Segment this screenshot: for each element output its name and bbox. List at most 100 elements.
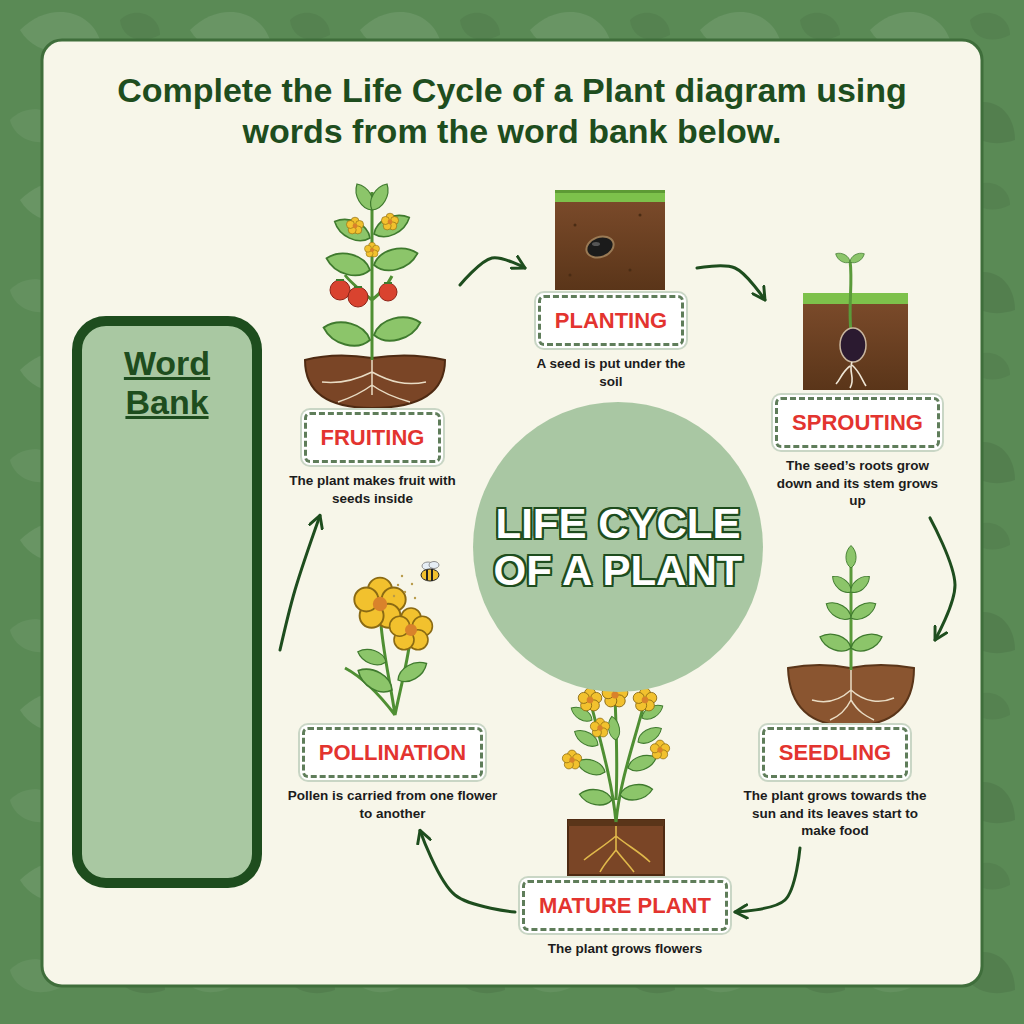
fruiting-picture bbox=[305, 181, 445, 408]
stage-node: SEEDLING The plant grows towards the sun … bbox=[735, 545, 935, 848]
fruiting-picture bbox=[324, 249, 373, 280]
stage-description: The plant grows flowers bbox=[518, 940, 732, 958]
seedling-picture bbox=[848, 630, 884, 655]
pollination-picture bbox=[394, 657, 430, 686]
stage-label: FRUITING bbox=[304, 412, 442, 463]
cycle-arrow bbox=[697, 266, 765, 300]
planting-picture bbox=[555, 190, 665, 290]
seedling-picture bbox=[788, 546, 914, 727]
stage-label: MATURE PLANT bbox=[522, 880, 728, 931]
seedling-picture bbox=[848, 572, 873, 596]
mature-plant-picture bbox=[578, 787, 613, 807]
planting-picture bbox=[592, 242, 600, 246]
cycle-arrow bbox=[735, 848, 800, 912]
seedling-picture bbox=[829, 572, 854, 596]
page-title: Complete the Life Cycle of a Plant diagr… bbox=[72, 70, 952, 152]
fruiting-picture bbox=[379, 283, 397, 301]
mature-plant-picture bbox=[578, 688, 602, 711]
planting-picture bbox=[555, 200, 665, 290]
stage-description: Pollen is carried from one flower to ano… bbox=[283, 787, 502, 822]
fruiting-picture bbox=[331, 214, 374, 246]
cycle-arrow bbox=[930, 518, 955, 640]
seedling-picture bbox=[848, 598, 879, 623]
sprouting-picture bbox=[803, 251, 908, 390]
pollination-picture bbox=[404, 591, 406, 593]
fruiting-picture bbox=[330, 280, 350, 300]
pollination-picture bbox=[393, 595, 395, 597]
diagram-heading: LIFE CYCLE OF A PLANT bbox=[487, 500, 749, 594]
pollination-picture bbox=[390, 608, 433, 650]
stage-node: SPROUTING The seed’s roots grow down and … bbox=[765, 235, 950, 518]
stage-node: FRUITING The plant makes fruit with seeds… bbox=[285, 182, 460, 515]
mature-plant-picture bbox=[633, 688, 657, 711]
word-bank-box: Word Bank bbox=[72, 316, 262, 888]
fruiting-picture bbox=[370, 210, 413, 242]
fruiting-picture bbox=[371, 312, 423, 345]
word-bank-heading: Word Bank bbox=[112, 344, 222, 422]
stage-label: PLANTING bbox=[538, 295, 684, 346]
stage-description: The plant makes fruit with seeds inside bbox=[288, 472, 457, 507]
mature-plant-picture bbox=[619, 782, 654, 802]
pollination-picture bbox=[427, 569, 432, 581]
fruiting-picture bbox=[322, 360, 426, 402]
stage-label: POLLINATION bbox=[302, 727, 483, 778]
pollination-picture bbox=[421, 569, 439, 581]
sprouting-picture bbox=[803, 293, 908, 304]
pollination-picture bbox=[411, 583, 413, 585]
pollination-picture bbox=[414, 597, 416, 599]
pollination-picture bbox=[356, 645, 389, 668]
planting-picture bbox=[629, 269, 632, 272]
stage-description: A seed is put under the soil bbox=[528, 355, 694, 390]
stage-description: The plant grows towards the sun and its … bbox=[738, 787, 932, 840]
sprouting-picture bbox=[834, 251, 852, 266]
center-circle: LIFE CYCLE OF A PLANT bbox=[473, 402, 763, 692]
fruiting-picture bbox=[336, 280, 392, 287]
stage-node: PLANTING A seed is put under the soil bbox=[525, 185, 697, 398]
stage-node: POLLINATION Pollen is carried from one fl… bbox=[280, 555, 505, 830]
planting-picture bbox=[574, 224, 577, 227]
pollination-picture bbox=[397, 584, 399, 586]
pollination-picture bbox=[401, 575, 403, 577]
mature-plant-picture bbox=[650, 740, 669, 759]
mature-plant-picture bbox=[562, 750, 581, 769]
cycle-arrow bbox=[420, 830, 515, 912]
fruiting-picture bbox=[381, 213, 398, 230]
fruiting-picture bbox=[305, 355, 445, 408]
planting-picture bbox=[639, 214, 642, 217]
mature-plant-picture bbox=[568, 820, 664, 875]
mature-plant-picture bbox=[584, 826, 650, 872]
panel bbox=[42, 40, 982, 986]
pollination-picture bbox=[429, 562, 439, 569]
cycle-arrow bbox=[280, 515, 320, 650]
fruiting-picture bbox=[346, 217, 363, 234]
sprouting-picture bbox=[848, 251, 866, 266]
planting-picture bbox=[555, 190, 665, 193]
pollination-picture bbox=[345, 562, 439, 716]
sprouting-picture bbox=[803, 303, 908, 390]
seedling-picture bbox=[812, 670, 894, 720]
planting-picture bbox=[569, 274, 572, 277]
seedling-picture bbox=[788, 665, 914, 726]
sprouting-picture bbox=[850, 260, 851, 332]
stage-node: MATURE PLANT The plant grows flowers bbox=[515, 680, 735, 966]
seedling-picture bbox=[846, 546, 856, 569]
mature-plant-picture bbox=[562, 682, 669, 875]
stage-label: SEEDLING bbox=[762, 727, 908, 778]
seedling-picture bbox=[817, 630, 853, 655]
pollination-picture bbox=[354, 663, 397, 698]
fruiting-picture bbox=[348, 287, 368, 307]
stage-label: SPROUTING bbox=[775, 397, 940, 448]
fruiting-picture bbox=[365, 242, 380, 257]
fruiting-picture bbox=[321, 317, 373, 350]
fruiting-picture bbox=[366, 181, 393, 214]
planting-picture bbox=[555, 190, 665, 202]
cycle-arrow bbox=[460, 258, 525, 285]
stage-description: The seed’s roots grow down and its stem … bbox=[768, 457, 947, 510]
seedling-picture bbox=[823, 598, 854, 623]
mature-plant-picture bbox=[590, 718, 609, 737]
planting-picture bbox=[583, 233, 616, 261]
sprouting-picture bbox=[840, 328, 866, 362]
sprouting-picture bbox=[836, 362, 866, 388]
